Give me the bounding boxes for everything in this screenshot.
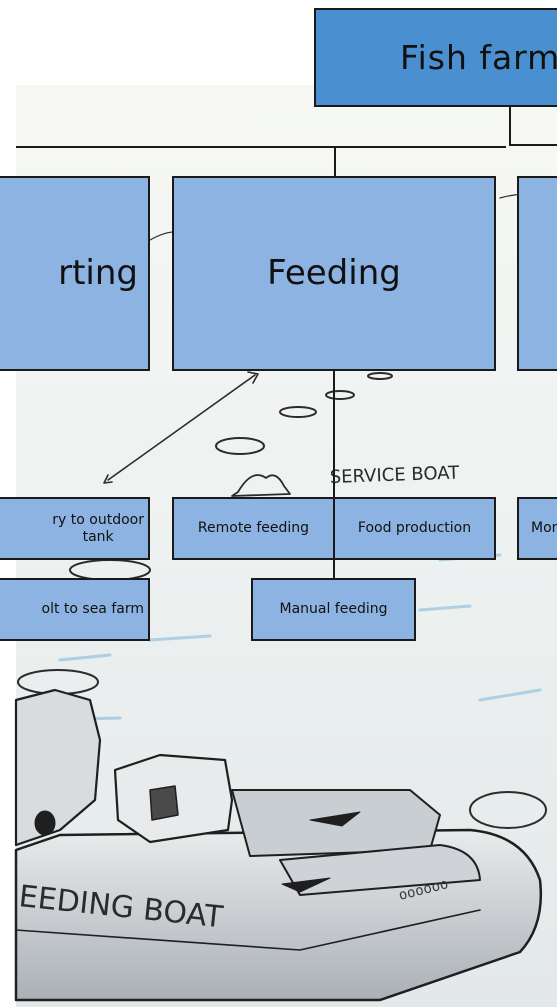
node-feeding: Feeding (172, 176, 496, 371)
service-boat-label: SERVICE BOAT (329, 462, 460, 488)
node-monitoring: Mon (517, 497, 557, 560)
node-remote-feeding: Remote feeding (172, 497, 335, 560)
feeding-children-line (333, 370, 335, 578)
node-smolt-to-sea-farm-label: olt to sea farm (41, 601, 145, 618)
feeding-drop-line (334, 146, 336, 176)
node-sorting: rting (0, 176, 150, 371)
node-remote-feeding-label: Remote feeding (197, 520, 310, 537)
root-node-label: Fish farm (400, 37, 557, 77)
node-food-production: Food production (333, 497, 496, 560)
node-manual-feeding-label: Manual feeding (279, 601, 388, 618)
node-sorting-label: rting (58, 252, 138, 293)
node-hatchery-to-outdoor-tank-label: ry to outdoor tank (52, 512, 144, 545)
root-node-fish-farm: Fish farm (314, 8, 557, 107)
node-smolt-to-sea-farm: olt to sea farm (0, 578, 150, 641)
root-stem-line (509, 106, 511, 146)
root-bus-right-line (509, 144, 557, 146)
node-food-production-label: Food production (357, 520, 472, 537)
node-manual-feeding: Manual feeding (251, 578, 416, 641)
node-right-cut (517, 176, 557, 371)
root-bus-line (16, 146, 506, 148)
node-monitoring-label: Mon (531, 520, 557, 537)
node-hatchery-to-outdoor-tank: ry to outdoor tank (0, 497, 150, 560)
node-feeding-label: Feeding (267, 252, 401, 293)
